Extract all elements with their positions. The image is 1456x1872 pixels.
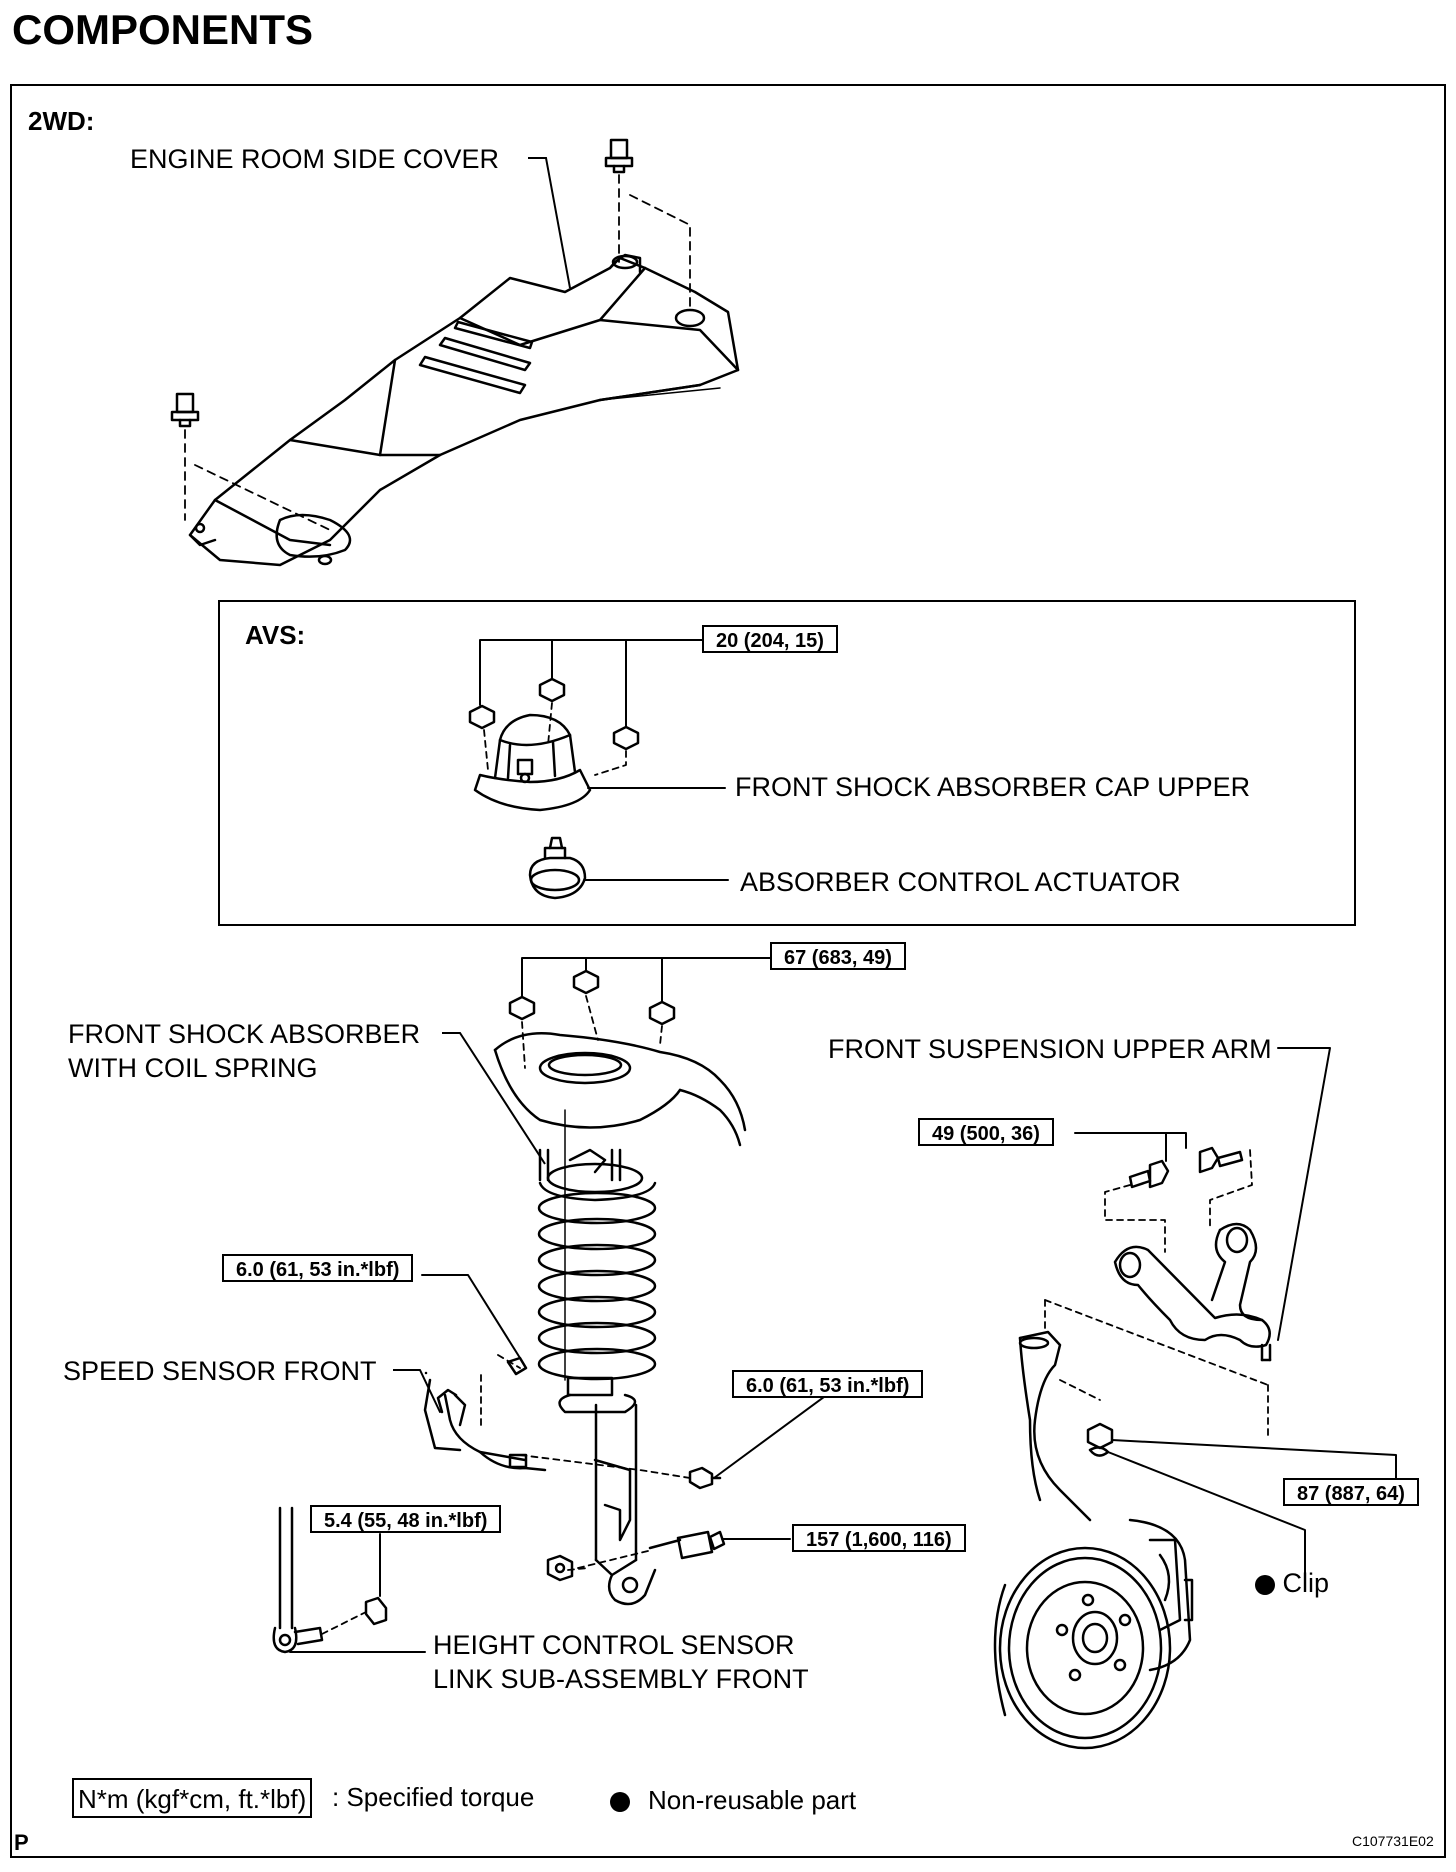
label-speed-sensor-front: SPEED SENSOR FRONT (63, 1356, 377, 1386)
non-reusable-dot-icon (1255, 1574, 1275, 1595)
page-title: COMPONENTS (12, 6, 314, 53)
speed-sensor-bolt (506, 1356, 528, 1376)
corner-letter: P (14, 1830, 29, 1855)
label-engine-room-side-cover: ENGINE ROOM SIDE COVER (130, 144, 500, 174)
label-front-shock-absorber-line1: FRONT SHOCK ABSORBER (68, 1019, 421, 1049)
torque-upper-mount: 67 (683, 49) (770, 942, 906, 970)
ball-joint-nut (1086, 1422, 1114, 1457)
torque-speed-sensor-bolt: 6.0 (61, 53 in.*lbf) (222, 1254, 414, 1282)
clip-label: Clip (1255, 1566, 1329, 1600)
label-height-control-line2: LINK SUB-ASSEMBLY FRONT (433, 1664, 809, 1694)
figure-id: C107731E02 (1352, 1833, 1434, 1849)
upper-mount-nuts (508, 969, 676, 1026)
height-sensor-nut (364, 1596, 388, 1626)
avs-inset-box (218, 600, 1356, 926)
shock-absorber-cap-upper-drawing (473, 713, 592, 812)
speed-sensor-front-drawing (423, 1378, 547, 1472)
absorber-control-actuator-drawing (528, 836, 587, 900)
label-front-suspension-upper-arm: FRONT SUSPENSION UPPER ARM (828, 1034, 1272, 1064)
lower-nut (546, 1554, 574, 1582)
cover-bolt-upper (604, 138, 634, 174)
legend-torque-unit: N*m (kgf*cm, ft.*lbf) (72, 1778, 313, 1818)
strut-tower-panel (493, 1032, 747, 1147)
height-control-link-drawing (272, 1506, 324, 1654)
front-suspension-upper-arm-drawing (1113, 1222, 1272, 1362)
torque-bracket-bolt: 6.0 (61, 53 in.*lbf) (732, 1370, 924, 1398)
label-height-control-line1: HEIGHT CONTROL SENSOR (433, 1630, 795, 1660)
legend-nonreusable: Non-reusable part (610, 1783, 856, 1817)
label-absorber-control-actuator: ABSORBER CONTROL ACTUATOR (740, 867, 1181, 897)
diagram-frame (10, 84, 1446, 1858)
engine-room-side-cover-drawing (188, 253, 740, 567)
variant-label: 2WD: (28, 106, 95, 136)
steering-knuckle-drawing (993, 1330, 1194, 1750)
clip-text: Clip (1282, 1568, 1330, 1598)
torque-lower-bolt: 157 (1,600, 116) (792, 1524, 966, 1552)
cover-bolt-left (170, 392, 200, 428)
front-shock-absorber-drawing (537, 1109, 657, 1606)
lower-bolt (648, 1530, 726, 1560)
label-front-shock-absorber-line2: WITH COIL SPRING (68, 1053, 318, 1083)
label-front-shock-absorber-cap-upper: FRONT SHOCK ABSORBER CAP UPPER (735, 772, 1251, 802)
torque-height-sensor-nut: 5.4 (55, 48 in.*lbf) (310, 1505, 502, 1533)
avs-label: AVS: (245, 620, 306, 650)
legend-torque-desc: : Specified torque (332, 1782, 535, 1812)
legend-dot-icon (610, 1792, 630, 1813)
legend-nonreusable-text: Non-reusable part (648, 1785, 857, 1815)
avs-nuts (468, 677, 640, 751)
torque-avs-cap: 20 (204, 15) (702, 625, 838, 653)
torque-ball-joint-nut: 87 (887, 64) (1283, 1478, 1419, 1506)
upper-arm-bolts (1128, 1146, 1244, 1189)
torque-upper-arm: 49 (500, 36) (918, 1118, 1054, 1146)
